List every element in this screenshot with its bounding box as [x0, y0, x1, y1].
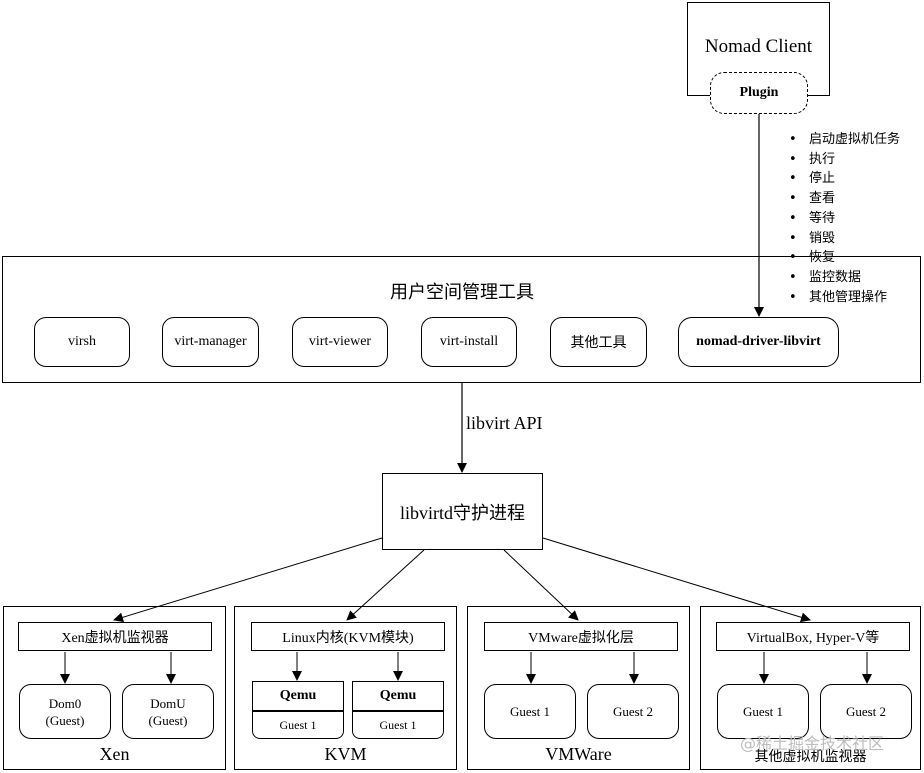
guest-label: Guest 1 — [742, 703, 784, 719]
hypervisor-panel-kvm — [234, 606, 457, 770]
guest-box: Guest 1 — [352, 711, 444, 739]
guest-box: Guest 1 — [717, 684, 809, 739]
operation-item: 执行 — [789, 150, 900, 170]
watermark: @稀土掘金技术社区 — [740, 734, 885, 753]
hypervisor-header: Xen虚拟机监视器 — [18, 622, 212, 651]
operation-item: 监控数据 — [789, 268, 900, 288]
operations-list: 启动虚拟机任务 执行 停止 查看 等待 销毁 恢复 监控数据 其他管理操作 — [789, 130, 900, 307]
user-tools-panel — [2, 256, 921, 383]
qemu-box: Qemu — [352, 681, 444, 711]
hypervisor-header: VMware虚拟化层 — [484, 622, 678, 651]
qemu-label: Qemu — [379, 688, 417, 703]
daemon-to-vmware-arrow — [503, 549, 579, 621]
hypervisor-header-label: Xen虚拟机监视器 — [61, 630, 169, 646]
api-label: libvirt API — [466, 413, 543, 433]
tool-virsh: virsh — [34, 317, 130, 367]
hypervisor-name: 其他虚拟机监视器 — [754, 749, 867, 765]
nomad-client-label: Nomad Client — [704, 36, 813, 57]
hypervisor-header-label: Linux内核(KVM模块) — [282, 630, 414, 646]
daemon-box: libvirtd守护进程 — [382, 473, 543, 550]
hypervisor-name: VMWare — [545, 744, 612, 764]
tool-label: virt-viewer — [308, 334, 372, 349]
hypervisor-name: Xen — [99, 744, 130, 764]
hypervisor-header: Linux内核(KVM模块) — [251, 622, 445, 651]
guest-box: Guest 2 — [820, 684, 912, 739]
guest-label: Guest 2 — [845, 703, 887, 719]
tool-virt-viewer: virt-viewer — [292, 317, 388, 367]
plugin-box: Plugin — [710, 72, 808, 114]
guest-box: Guest 1 — [252, 711, 344, 739]
tool-label: 其他工具 — [570, 335, 627, 351]
qemu-box: Qemu — [252, 681, 344, 711]
qemu-label: Qemu — [279, 688, 317, 703]
tool-virt-manager: virt-manager — [162, 317, 259, 367]
hypervisor-panel-xen — [3, 606, 226, 770]
tool-other: 其他工具 — [550, 317, 647, 367]
hypervisor-header-label: VirtualBox, Hyper-V等 — [746, 630, 880, 646]
user-tools-title: 用户空间管理工具 — [390, 282, 534, 303]
operation-item: 等待 — [789, 209, 900, 229]
tool-label: virsh — [68, 334, 96, 349]
operation-item: 查看 — [789, 189, 900, 209]
hypervisor-panel-other — [700, 606, 921, 770]
operation-item: 启动虚拟机任务 — [789, 130, 900, 150]
hypervisor-panel-vmware — [467, 606, 690, 770]
guest-box: DomU (Guest) — [122, 684, 214, 739]
hypervisor-header: VirtualBox, Hyper-V等 — [716, 622, 910, 651]
guest-label: Guest 2 — [612, 703, 654, 719]
operation-item: 恢复 — [789, 248, 900, 268]
operation-item: 停止 — [789, 169, 900, 189]
guest-box: Dom0 (Guest) — [19, 684, 111, 739]
guest-box: Guest 1 — [484, 684, 576, 739]
tool-virt-install: virt-install — [421, 317, 517, 367]
tool-label: virt-manager — [174, 334, 247, 349]
guest-label: Guest 1 — [279, 717, 317, 732]
tool-label: nomad-driver-libvirt — [696, 334, 821, 349]
operation-item: 销毁 — [789, 229, 900, 249]
tool-label: virt-install — [439, 334, 499, 349]
guest-box: Guest 2 — [587, 684, 679, 739]
operation-item: 其他管理操作 — [789, 288, 900, 308]
plugin-label: Plugin — [739, 85, 779, 100]
guest-label: Guest 1 — [379, 717, 417, 732]
tool-nomad-driver-libvirt: nomad-driver-libvirt — [678, 317, 839, 367]
hypervisor-header-label: VMware虚拟化层 — [528, 630, 634, 646]
guest-label: Dom0 (Guest) — [45, 695, 85, 728]
guest-label: Guest 1 — [509, 703, 551, 719]
guest-label: DomU (Guest) — [148, 695, 188, 728]
hypervisor-name: KVM — [324, 744, 367, 764]
daemon-label: libvirtd守护进程 — [400, 502, 525, 523]
daemon-to-kvm-arrow — [346, 549, 425, 621]
